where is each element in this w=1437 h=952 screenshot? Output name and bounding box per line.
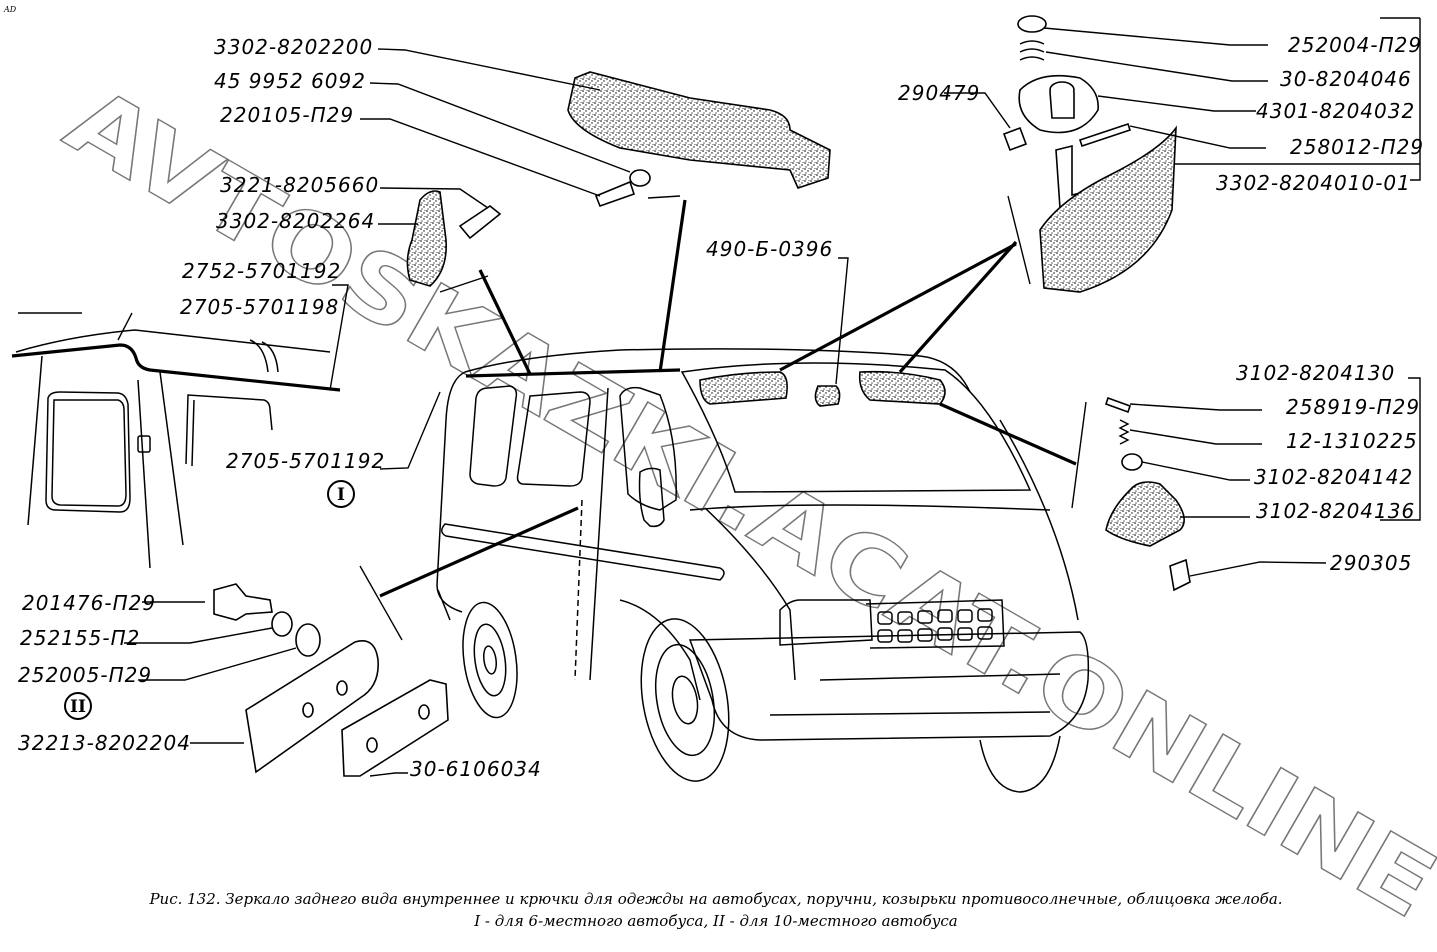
label-2752-5701192: 2752-5701192 bbox=[182, 259, 341, 283]
label-3102-8204142: 3102-8204142 bbox=[1254, 465, 1413, 489]
label-3302-8202264: 3302-8202264 bbox=[216, 209, 375, 233]
label-32213-8202204: 32213-8202204 bbox=[18, 731, 191, 755]
hook-screw bbox=[458, 205, 502, 240]
label-258919-p29: 258919-П29 bbox=[1286, 395, 1420, 419]
grille bbox=[865, 599, 1005, 649]
label-3102-8204136: 3102-8204136 bbox=[1256, 499, 1415, 523]
hook-bracket bbox=[567, 71, 831, 189]
label-252005-p29: 252005-П29 bbox=[18, 663, 152, 687]
rear-body-fragment bbox=[11, 329, 341, 569]
label-290305: 290305 bbox=[1330, 551, 1412, 575]
rear-wheel bbox=[462, 601, 518, 719]
label-3221-8205660: 3221-8205660 bbox=[220, 173, 379, 197]
svg-text:II: II bbox=[70, 697, 86, 717]
label-12-1310225: 12-1310225 bbox=[1286, 429, 1418, 453]
van-illustration bbox=[436, 348, 1090, 793]
label-201476-p29: 201476-П29 bbox=[22, 591, 156, 615]
bolt-part bbox=[213, 583, 273, 621]
label-2705-5701198: 2705-5701198 bbox=[180, 295, 339, 319]
label-3302-8202200: 3302-8202200 bbox=[214, 35, 373, 59]
handrail-plate bbox=[341, 679, 449, 777]
label-30-8204046: 30-8204046 bbox=[1280, 67, 1412, 91]
flat-washer bbox=[295, 623, 321, 657]
label-3302-8204010-01: 3302-8204010-01 bbox=[1216, 171, 1411, 195]
mirror-pin bbox=[1104, 396, 1132, 414]
lock-washer bbox=[271, 611, 293, 637]
mirror-screw bbox=[1169, 558, 1191, 592]
label-252155-p2: 252155-П2 bbox=[20, 626, 140, 650]
watermark: AVTOSKAZKI.ACAT.ONLINE bbox=[49, 66, 1437, 939]
label-220105-p29: 220105-П29 bbox=[220, 103, 354, 127]
mirror-ball bbox=[1121, 453, 1143, 471]
part-labels: 3302-8202200 45 9952 6092 220105-П29 322… bbox=[18, 33, 1424, 781]
mirror-mount bbox=[1105, 481, 1185, 547]
mirror-spring bbox=[1118, 419, 1130, 445]
clothes-hook bbox=[406, 190, 447, 287]
figure-caption-line1: Рис. 132. Зеркало заднего вида внутренне… bbox=[148, 890, 1282, 908]
label-258012-p29: 258012-П29 bbox=[1290, 135, 1424, 159]
variant-marker-II: II bbox=[64, 692, 92, 720]
sun-visor bbox=[1039, 125, 1177, 293]
label-290479: 290479 bbox=[898, 81, 980, 105]
label-30-6106034: 30-6106034 bbox=[410, 757, 542, 781]
screw-part bbox=[594, 180, 636, 208]
washer-part bbox=[629, 169, 651, 187]
corner-mark: AD bbox=[3, 5, 17, 14]
front-wheel bbox=[619, 599, 730, 782]
label-3102-8204130: 3102-8204130 bbox=[1236, 361, 1395, 385]
washer-top bbox=[1017, 15, 1047, 33]
variant-marker-I: I bbox=[327, 480, 355, 508]
label-490-b-0396: 490-Б-0396 bbox=[706, 237, 833, 261]
leader-lines bbox=[18, 17, 1421, 777]
label-252004-p29: 252004-П29 bbox=[1288, 33, 1422, 57]
label-4301-8204032: 4301-8204032 bbox=[1256, 99, 1415, 123]
svg-text:I: I bbox=[337, 485, 345, 505]
spring bbox=[1019, 40, 1045, 61]
figure-caption-line2: I - для 6-местного автобуса, II - для 10… bbox=[473, 912, 958, 930]
label-45-9952-6092: 45 9952 6092 bbox=[214, 69, 366, 93]
label-2705-5701192: 2705-5701192 bbox=[226, 449, 385, 473]
